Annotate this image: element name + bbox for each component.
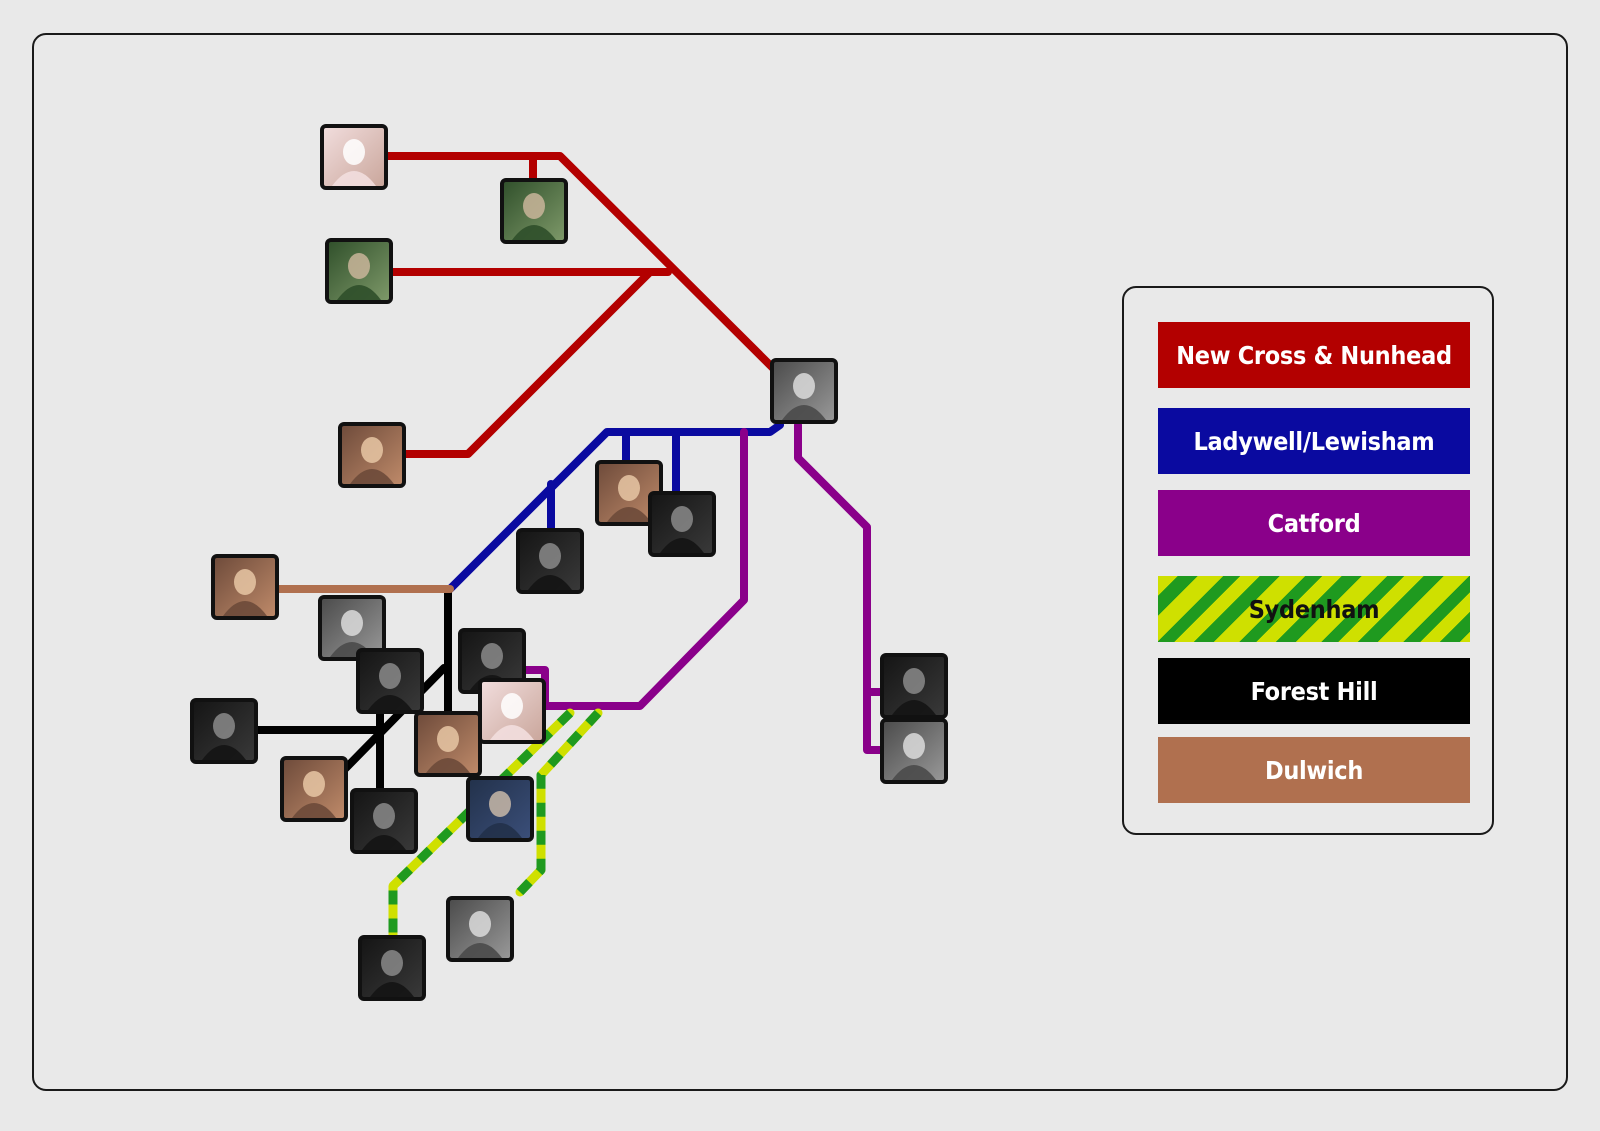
legend-item-new-cross-nunhead: New Cross & Nunhead	[1158, 322, 1470, 388]
catford-route	[519, 428, 748, 710]
person-photo-4	[338, 422, 406, 488]
person-photo-21	[880, 653, 948, 719]
forest-hill-route	[338, 664, 448, 776]
person-photo-16	[280, 756, 348, 822]
sydenham-route-dash	[388, 709, 574, 938]
new-cross-route	[400, 268, 654, 458]
stations-layer	[190, 124, 948, 1001]
person-photo-22	[880, 718, 948, 784]
person-photo-10	[318, 595, 386, 661]
legend-item-catford: Catford	[1158, 490, 1470, 556]
person-photo-7	[648, 491, 716, 557]
legend-label: Sydenham	[1248, 594, 1380, 624]
legend-label: Dulwich	[1264, 755, 1364, 785]
legend-item-forest-hill: Forest Hill	[1158, 658, 1470, 724]
person-photo-18	[466, 776, 534, 842]
legend-label: Catford	[1267, 508, 1361, 538]
catford-route	[794, 421, 894, 754]
person-photo-1	[320, 124, 388, 190]
new-cross-route	[376, 152, 784, 379]
person-photo-8	[516, 528, 584, 594]
legend-item-sydenham: Sydenham	[1158, 576, 1470, 642]
person-photo-11	[356, 648, 424, 714]
person-photo-2	[500, 178, 568, 244]
person-photo-12	[190, 698, 258, 764]
legend-label: Forest Hill	[1250, 676, 1378, 706]
ladywell-route	[446, 421, 784, 593]
person-photo-9	[211, 554, 279, 620]
sydenham-route-base	[515, 708, 603, 897]
line-legend: New Cross & Nunhead Ladywell/Lewisham Ca…	[1122, 286, 1494, 835]
person-photo-3	[325, 238, 393, 304]
person-photo-19	[446, 896, 514, 962]
legend-label: New Cross & Nunhead	[1176, 340, 1452, 370]
legend-item-dulwich: Dulwich	[1158, 737, 1470, 803]
person-photo-5	[770, 358, 838, 424]
person-photo-15	[414, 711, 482, 777]
routes-layer	[254, 152, 894, 943]
person-photo-17	[350, 788, 418, 854]
person-photo-14	[478, 678, 546, 744]
legend-item-ladywell-lewisham: Ladywell/Lewisham	[1158, 408, 1470, 474]
person-photo-6	[595, 460, 663, 526]
legend-label: Ladywell/Lewisham	[1193, 426, 1435, 456]
person-photo-20	[358, 935, 426, 1001]
